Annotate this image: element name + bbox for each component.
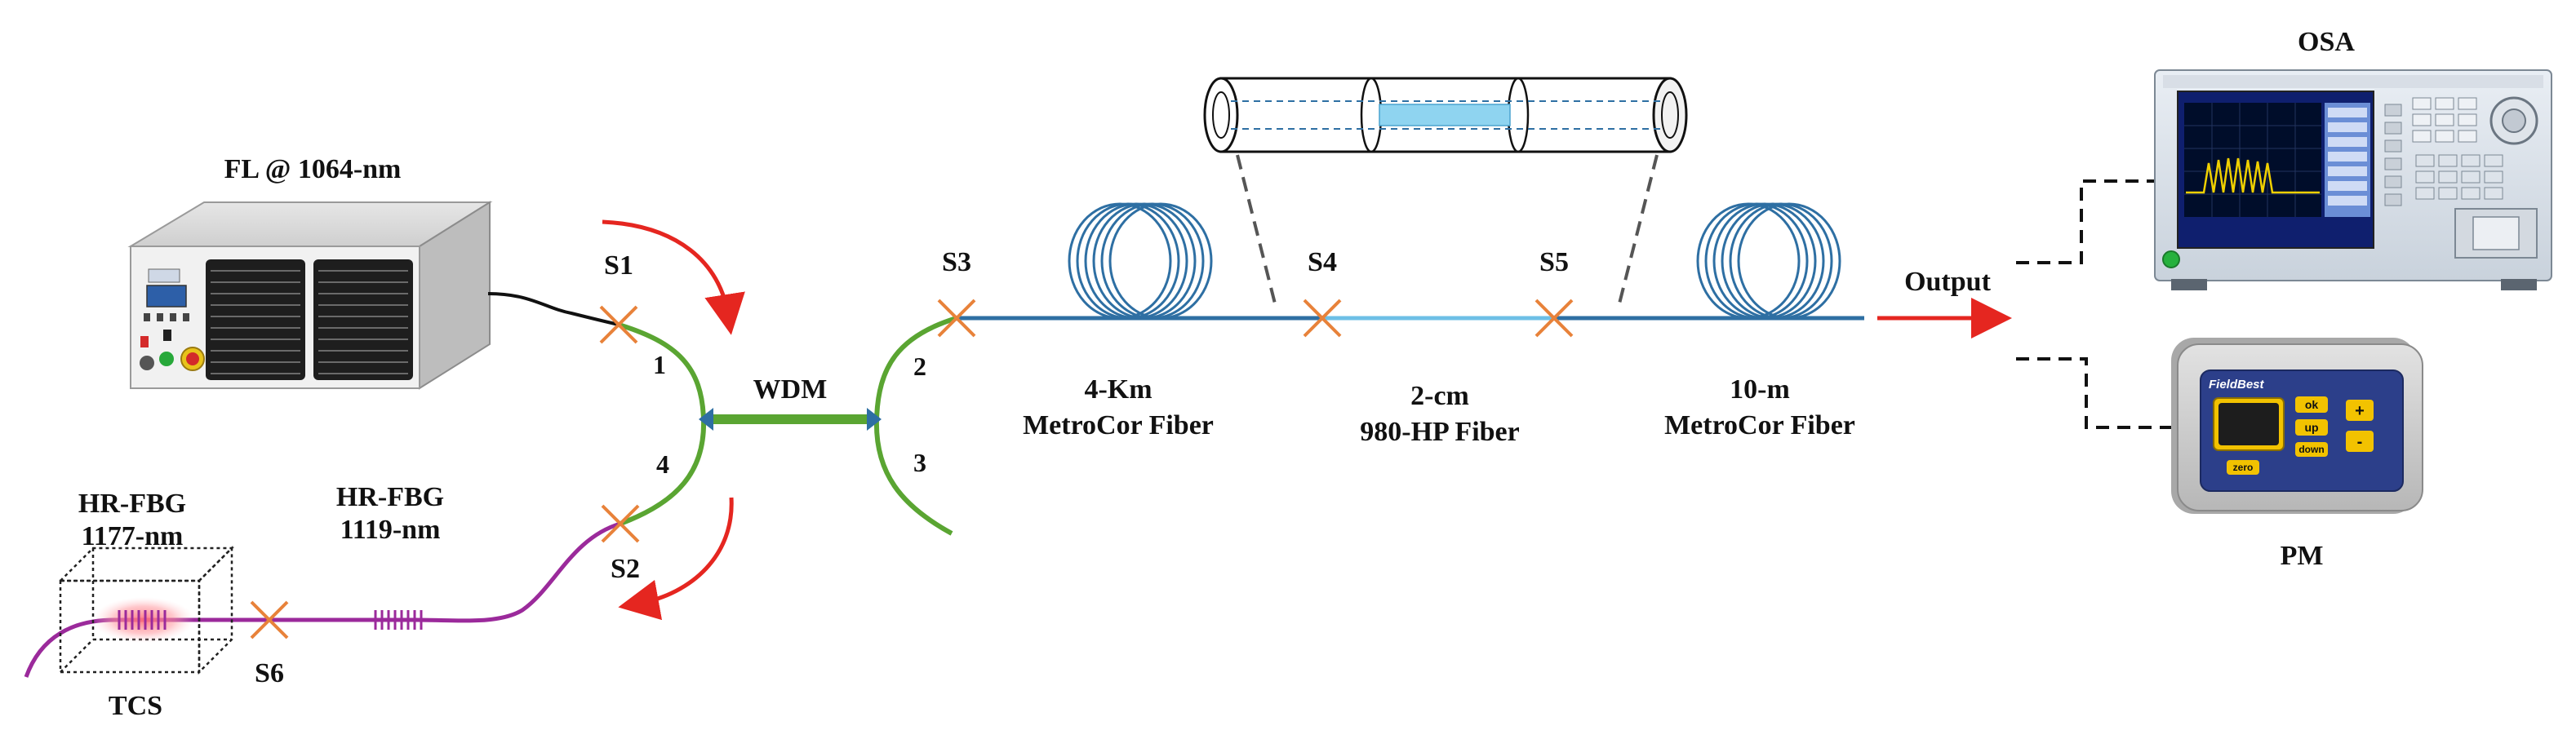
power-meter-device: FieldBest ok up down zero + -: [2171, 338, 2423, 514]
s2-label: S2: [611, 554, 640, 584]
s3-label: S3: [942, 247, 971, 277]
fiber-4km-label-line1: 4-Km: [1084, 374, 1152, 405]
fbg-1177-label-line1: HR-FBG: [78, 489, 186, 519]
s4-label: S4: [1308, 247, 1337, 277]
pm-minus-button: -: [2357, 433, 2363, 451]
pm-connector: [2016, 357, 2174, 429]
osa-power-led: [2162, 250, 2180, 268]
wdm-bar-left-arrowhead: [699, 408, 713, 431]
pm-plus-button: +: [2355, 402, 2365, 420]
fiber-splice-zoom-inset: [1203, 77, 1688, 311]
wdm-label: WDM: [753, 374, 828, 405]
pm-label: PM: [2281, 541, 2324, 571]
feedback-direction-arrow: [618, 497, 734, 621]
osa-label: OSA: [2298, 27, 2355, 57]
fiber-4km-label-line2: MetroCor Fiber: [1023, 410, 1214, 440]
fiber-10m-label-line1: 10-m: [1730, 374, 1790, 405]
port-4-label: 4: [656, 449, 669, 479]
fiber-spool-10m: [1696, 202, 1841, 320]
splice-marker-s6: [250, 600, 289, 639]
pm-zero-button: zero: [2233, 462, 2254, 473]
port-3-label: 3: [913, 448, 926, 477]
splice-marker-s3: [937, 299, 976, 338]
fbg-1177-label-line2: 1177-nm: [82, 521, 184, 551]
splice-marker-s1: [599, 305, 638, 344]
wdm-bar-right-arrowhead: [867, 408, 882, 431]
splice-marker-s2: [601, 504, 640, 543]
fiber-980hp-label-line1: 2-cm: [1410, 381, 1469, 411]
splice-marker-s4: [1303, 299, 1342, 338]
pm-up-button: up: [2304, 421, 2318, 434]
fbg-1119-label-line2: 1119-nm: [340, 515, 441, 545]
pm-ok-button: ok: [2305, 398, 2319, 411]
pm-brand-text: FieldBest: [2209, 378, 2265, 392]
s6-label: S6: [255, 658, 284, 688]
fbg-1177-heated-glow: [93, 597, 194, 643]
osa-connector: [2016, 179, 2155, 264]
laser-title: FL @ 1064-nm: [224, 154, 402, 184]
fbg-1119-label-line1: HR-FBG: [336, 482, 444, 512]
wdm-right-arm: [873, 316, 957, 536]
pm-buttons: ok up down zero + -: [2227, 396, 2374, 475]
s1-label: S1: [604, 250, 633, 281]
fbg-1177-grating: [118, 610, 167, 630]
fiber-spool-4km: [1068, 202, 1213, 320]
input-direction-arrow: [602, 219, 745, 335]
osa-device: [2154, 69, 2552, 290]
s5-label: S5: [1539, 247, 1569, 277]
fiber-laser-device: [127, 201, 493, 390]
tcs-label: TCS: [109, 691, 162, 721]
output-label: Output: [1904, 267, 1991, 297]
fiber-10m-label-line2: MetroCor Fiber: [1664, 410, 1855, 440]
pm-down-button: down: [2298, 444, 2324, 455]
fbg-1119-grating: [374, 610, 423, 630]
laser-output-fiber: [487, 292, 620, 326]
splice-marker-s5: [1534, 299, 1574, 338]
osa-spectrum-trace: [2186, 157, 2320, 194]
port-2-label: 2: [913, 352, 926, 381]
tcs-enclosure: [57, 545, 235, 675]
fiber-980hp-label-line2: 980-HP Fiber: [1360, 417, 1519, 447]
port-1-label: 1: [653, 350, 666, 379]
